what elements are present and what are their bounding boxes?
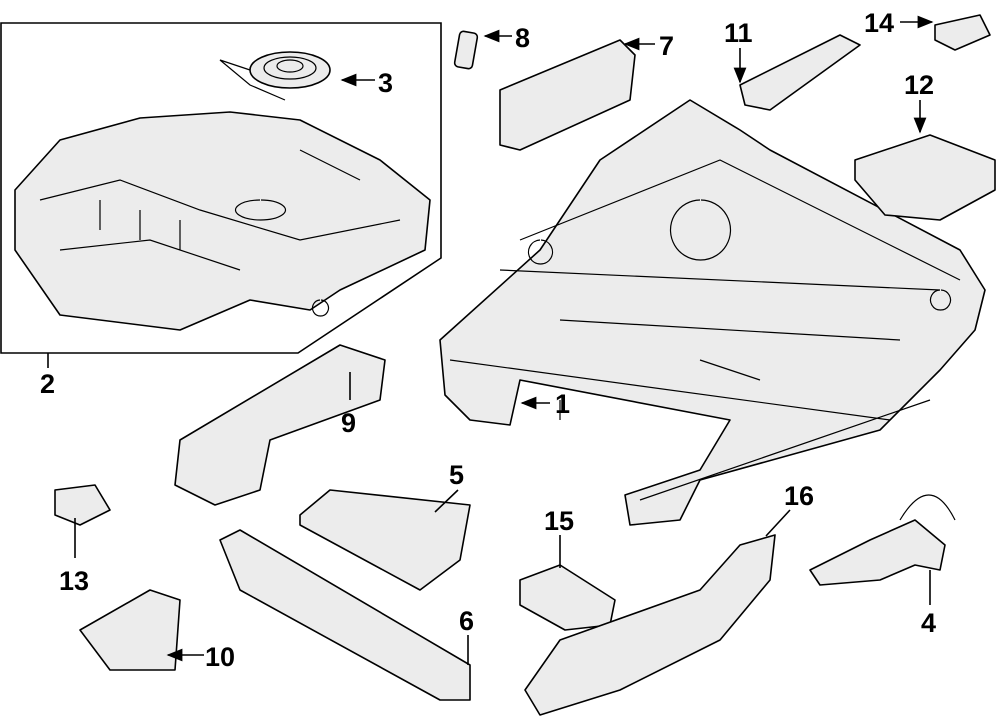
callout-8: 8 [483, 23, 530, 53]
part-3-wire-coil[interactable] [219, 51, 331, 101]
callout-label: 10 [205, 642, 235, 672]
part-7-module[interactable] [499, 39, 636, 151]
part-16-side-shield[interactable] [524, 534, 776, 716]
callout-label: 9 [341, 408, 356, 438]
callout-label: 1 [555, 389, 570, 419]
callout-label: 8 [515, 23, 530, 53]
callout-label: 13 [59, 566, 89, 596]
callout-label: 3 [378, 68, 393, 98]
part-12-cover[interactable] [854, 134, 996, 221]
callout-6: 6 [459, 606, 474, 665]
callout-15: 15 [544, 506, 574, 568]
callout-16: 16 [765, 481, 814, 537]
part-13-clip[interactable] [54, 484, 111, 526]
part-9-trim[interactable] [174, 344, 386, 506]
callout-label: 7 [659, 31, 674, 61]
callout-9: 9 [341, 372, 356, 438]
callout-label: 14 [864, 8, 894, 38]
callout-label: 12 [904, 70, 934, 100]
callout-label: 16 [784, 481, 814, 511]
callout-label: 11 [724, 18, 753, 48]
callout-label: 4 [921, 608, 936, 638]
callout-label: 5 [449, 460, 464, 490]
assembly-box [0, 22, 442, 354]
callout-1: 1 [520, 389, 570, 419]
part-4-harness[interactable] [809, 519, 946, 586]
part-11-bracket[interactable] [739, 34, 861, 111]
callout-4: 4 [921, 570, 936, 638]
part-6-side-trim[interactable] [219, 529, 471, 701]
callout-3: 3 [340, 68, 393, 98]
part-2-seat-cushion[interactable] [14, 111, 431, 331]
callout-13: 13 [59, 518, 89, 596]
callout-label: 2 [40, 369, 55, 399]
part-8-cap[interactable] [453, 30, 479, 70]
part-15-control-module[interactable] [519, 564, 616, 631]
callout-2: 2 [40, 353, 55, 399]
callout-12: 12 [904, 70, 934, 134]
callout-label: 15 [544, 506, 574, 536]
callout-label: 6 [459, 606, 474, 636]
part-14-clip[interactable] [934, 14, 991, 51]
callout-11: 11 [724, 18, 753, 84]
callout-10: 10 [166, 642, 235, 672]
part-5-tray[interactable] [299, 489, 471, 591]
part-10-bracket[interactable] [79, 589, 181, 671]
part-1-seat-track-frame[interactable] [439, 99, 986, 526]
callout-5: 5 [434, 460, 464, 513]
callout-7: 7 [623, 31, 674, 61]
callout-14: 14 [864, 8, 934, 38]
